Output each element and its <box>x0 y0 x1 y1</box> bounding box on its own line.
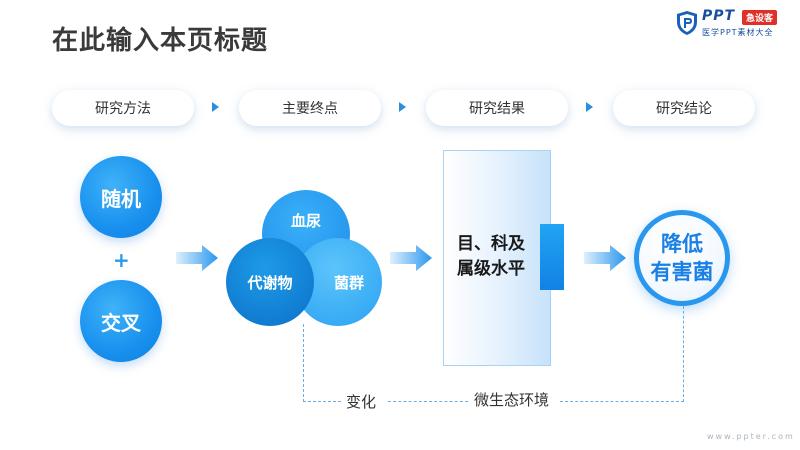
dashed-connector <box>388 401 468 402</box>
method-crossover-circle: 交叉 <box>80 280 162 362</box>
result-line-2: 属级水平 <box>457 258 525 279</box>
logo-badge: 急设客 <box>742 10 778 25</box>
step-arrow-icon <box>399 102 406 112</box>
flow-arrow-icon <box>176 245 218 271</box>
endpoint-hematuria-label: 血尿 <box>290 211 321 230</box>
logo-subtitle: 医学PPT素材大全 <box>702 28 774 37</box>
step-pill-endpoints: 主要终点 <box>239 90 381 126</box>
flow-arrow-icon <box>584 245 626 271</box>
method-random-circle: 随机 <box>80 156 162 238</box>
endpoint-microbiota-label: 菌群 <box>333 273 364 292</box>
step-pill-results: 研究结果 <box>426 90 568 126</box>
step-arrow-icon <box>212 102 219 112</box>
conclusion-line-1: 降低 <box>661 231 703 256</box>
microecology-label: 微生态环境 <box>474 391 550 409</box>
method-random-label: 随机 <box>101 186 141 211</box>
endpoint-metabolite-label: 代谢物 <box>247 273 293 292</box>
result-panel <box>443 150 551 366</box>
page-title: 在此输入本页标题 <box>52 26 269 56</box>
flow-arrow-icon <box>390 245 432 271</box>
shield-icon <box>677 11 697 35</box>
method-crossover-label: 交叉 <box>101 310 141 335</box>
conclusion-circle: 降低 有害菌 <box>634 210 730 306</box>
footer-watermark: www.ppter.com <box>707 432 795 441</box>
dashed-connector <box>683 306 684 402</box>
step-arrow-icon <box>586 102 593 112</box>
dashed-connector <box>303 401 341 402</box>
step-pill-methods: 研究方法 <box>52 90 194 126</box>
brand-logo: PPT 急设客 医学PPT素材大全 <box>676 8 796 42</box>
step-pill-conclusion: 研究结论 <box>613 90 755 126</box>
result-text: 目、科及 属级水平 <box>443 232 539 281</box>
logo-brand-text: PPT <box>702 8 736 24</box>
result-line-1: 目、科及 <box>457 234 525 254</box>
plus-icon: + <box>113 248 130 272</box>
endpoint-metabolite-circle: 代谢物 <box>226 238 314 326</box>
dashed-connector <box>560 401 684 402</box>
change-label: 变化 <box>346 393 377 411</box>
dashed-connector <box>303 324 304 402</box>
result-accent-bar <box>540 224 564 290</box>
conclusion-line-2: 有害菌 <box>650 260 714 284</box>
